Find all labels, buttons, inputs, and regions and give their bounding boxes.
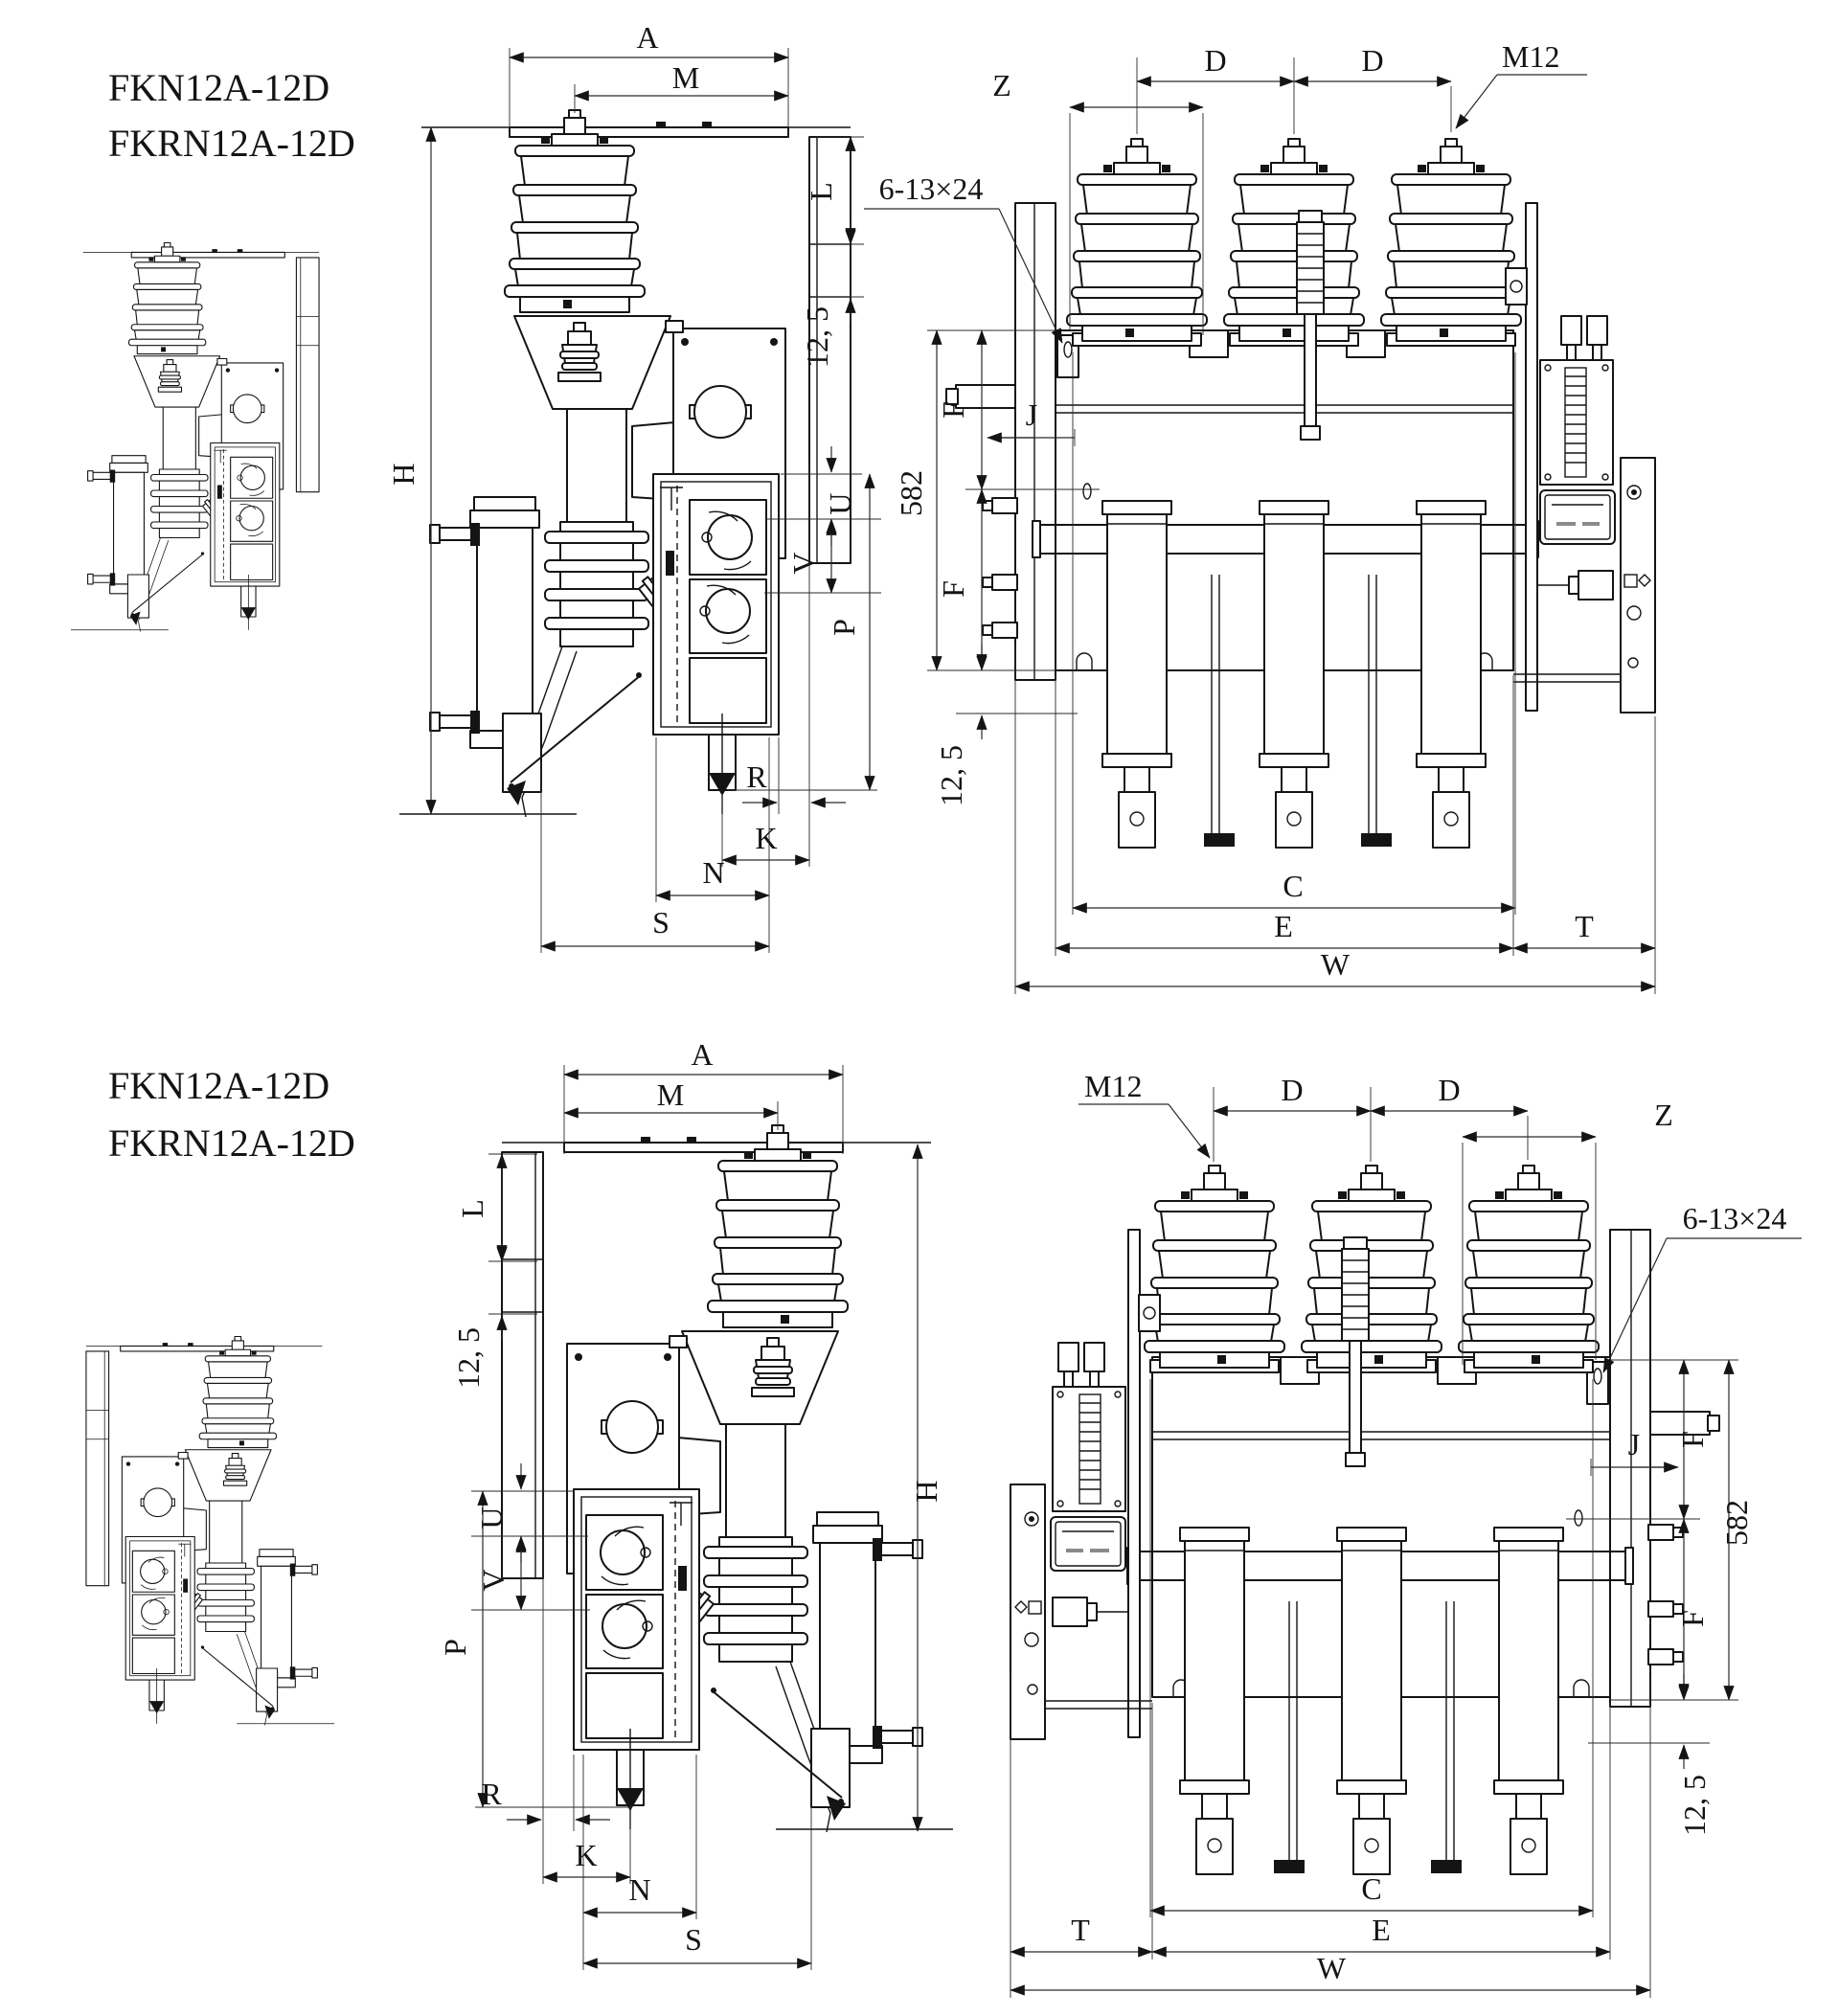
dim-12-5-front: 12, 5 bbox=[934, 745, 968, 806]
dim-D2: D bbox=[1361, 43, 1383, 78]
dim-slot-spec-b: 6-13×24 bbox=[1683, 1201, 1787, 1235]
dim-E-b: E bbox=[1372, 1913, 1391, 1947]
dim-M: M bbox=[672, 60, 699, 95]
dim-W: W bbox=[1321, 947, 1351, 982]
model-name-2: FKRN12A-12D bbox=[108, 122, 355, 165]
view-top-front bbox=[946, 139, 1655, 848]
dim-S: S bbox=[652, 905, 670, 940]
view-bottom-side bbox=[502, 1125, 953, 1832]
dim-D2-b: D bbox=[1438, 1073, 1460, 1107]
dim-12-5: 12, 5 bbox=[800, 306, 834, 368]
dim-D1-b: D bbox=[1281, 1073, 1303, 1107]
view-top-side-small bbox=[71, 243, 319, 632]
dim-Z-b: Z bbox=[1654, 1098, 1673, 1132]
dims-bottom-side: A M H L 12, 5 U V P R K N S bbox=[438, 1037, 943, 1970]
dim-P: P bbox=[827, 619, 861, 636]
model-title-top: FKN12A-12D FKRN12A-12D bbox=[108, 66, 355, 165]
dims-top-front: Z D D M12 6-13×24 582 F J F 12, 5 C E T … bbox=[864, 39, 1656, 994]
dim-A: A bbox=[636, 20, 658, 55]
dim-E: E bbox=[1274, 909, 1293, 943]
dim-F1: F bbox=[936, 401, 970, 419]
dim-C-b: C bbox=[1361, 1871, 1381, 1906]
dim-T-b: T bbox=[1071, 1913, 1090, 1947]
dim-V-b: V bbox=[476, 1569, 511, 1591]
dim-Z: Z bbox=[992, 68, 1011, 102]
dim-M12-b: M12 bbox=[1084, 1069, 1142, 1103]
dim-C: C bbox=[1283, 869, 1303, 903]
dim-T: T bbox=[1575, 909, 1594, 943]
dim-R-b: R bbox=[481, 1777, 502, 1811]
dim-N-b: N bbox=[628, 1872, 650, 1907]
dim-12-5-front-b: 12, 5 bbox=[1677, 1775, 1712, 1836]
dim-S-b: S bbox=[685, 1922, 702, 1957]
model-name-1b: FKN12A-12D bbox=[108, 1064, 329, 1107]
dim-R: R bbox=[746, 759, 767, 794]
dim-A-b: A bbox=[691, 1037, 713, 1072]
model-title-bottom: FKN12A-12D FKRN12A-12D bbox=[108, 1064, 355, 1165]
dim-L-b: L bbox=[455, 1199, 489, 1218]
view-bottom-side-small bbox=[86, 1337, 334, 1726]
dim-K: K bbox=[755, 821, 777, 855]
view-bottom-front bbox=[1010, 1166, 1719, 1874]
dim-F2: F bbox=[936, 580, 970, 598]
dim-12-5-b: 12, 5 bbox=[451, 1327, 486, 1389]
dims-bottom-front: M12 D D Z 6-13×24 582 F J F 12, 5 C E T … bbox=[1010, 1069, 1802, 1998]
dim-M12: M12 bbox=[1502, 39, 1559, 74]
dim-H-b: H bbox=[909, 1480, 943, 1502]
dim-M-b: M bbox=[657, 1077, 684, 1112]
dim-P-b: P bbox=[438, 1639, 472, 1656]
dim-J-b: J bbox=[1628, 1427, 1640, 1461]
model-name-1: FKN12A-12D bbox=[108, 66, 329, 109]
dim-L: L bbox=[804, 182, 838, 201]
dim-582-b: 582 bbox=[1719, 1500, 1754, 1546]
view-top-side bbox=[399, 110, 851, 817]
dim-D1: D bbox=[1204, 43, 1226, 78]
dim-J: J bbox=[1026, 397, 1037, 432]
dim-slot-spec: 6-13×24 bbox=[879, 171, 984, 206]
dim-N: N bbox=[702, 855, 724, 890]
dim-582: 582 bbox=[894, 470, 928, 516]
dims-top-side: A M H L 12, 5 U V P R K N S bbox=[386, 20, 881, 953]
dim-F1-b: F bbox=[1675, 1431, 1710, 1448]
dim-U-b: U bbox=[474, 1506, 509, 1529]
dim-U: U bbox=[823, 492, 857, 514]
dim-K-b: K bbox=[575, 1838, 597, 1872]
dim-H: H bbox=[386, 463, 420, 485]
dim-W-b: W bbox=[1317, 1951, 1347, 1985]
dim-F2-b: F bbox=[1675, 1610, 1710, 1627]
model-name-2b: FKRN12A-12D bbox=[108, 1121, 355, 1165]
dim-V: V bbox=[786, 552, 821, 574]
